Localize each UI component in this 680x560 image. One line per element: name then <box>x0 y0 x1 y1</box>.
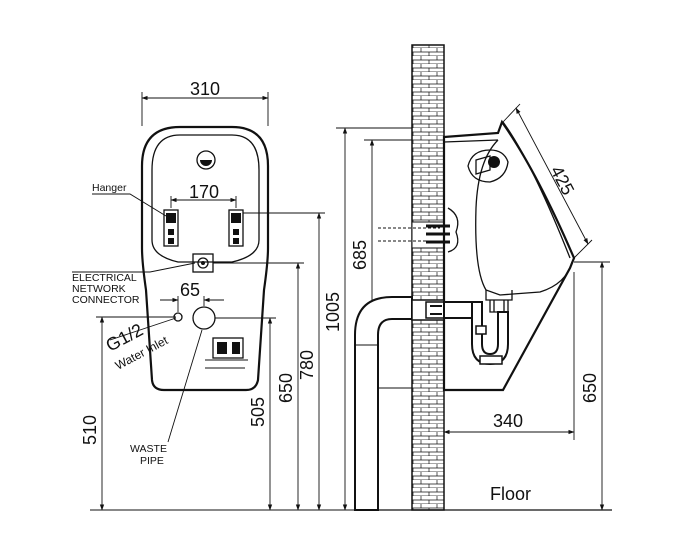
front-view: 310 170 65 Hanger ELECTRICAL NETWORK CON… <box>72 79 356 511</box>
hanger-left <box>163 209 179 247</box>
dim-685: 685 <box>350 240 370 270</box>
connector-label-3: CONNECTOR <box>72 294 140 306</box>
dim-1005: 1005 <box>323 292 343 332</box>
urinal-front-bowl <box>151 134 260 263</box>
dim-510: 510 <box>80 415 100 445</box>
drain-fitting-icon <box>205 337 248 369</box>
dim-65: 65 <box>180 280 200 300</box>
brick-wall <box>411 44 445 511</box>
side-view: 1005 685 <box>323 44 612 511</box>
urinal-side-profile <box>442 119 576 392</box>
waste-label-2: PIPE <box>140 455 164 467</box>
side-sensor-icon <box>467 149 509 183</box>
waste-pipe-opening <box>192 306 216 330</box>
dim-340: 340 <box>493 411 523 431</box>
dim-780: 780 <box>297 350 317 380</box>
waste-pipe-elbow <box>354 296 413 511</box>
waste-label-1: WASTE <box>130 443 167 455</box>
dim-505: 505 <box>248 397 268 427</box>
floor-label: Floor <box>490 484 531 504</box>
hanger-right <box>228 209 244 247</box>
hanger-label: Hanger <box>92 182 127 194</box>
dim-650-front: 650 <box>276 373 296 403</box>
wall-fixing-bolts <box>426 207 459 253</box>
dim-425: 425 <box>546 162 578 198</box>
dim-170: 170 <box>189 182 219 202</box>
connector-label-2: NETWORK <box>72 283 126 295</box>
electrical-connector-icon <box>192 253 214 273</box>
connector-label-1: ELECTRICAL <box>72 272 137 284</box>
urinal-front-outline <box>140 125 270 392</box>
dim-650-side: 650 <box>580 373 600 403</box>
dim-310: 310 <box>190 79 220 99</box>
sensor-icon <box>196 150 216 170</box>
